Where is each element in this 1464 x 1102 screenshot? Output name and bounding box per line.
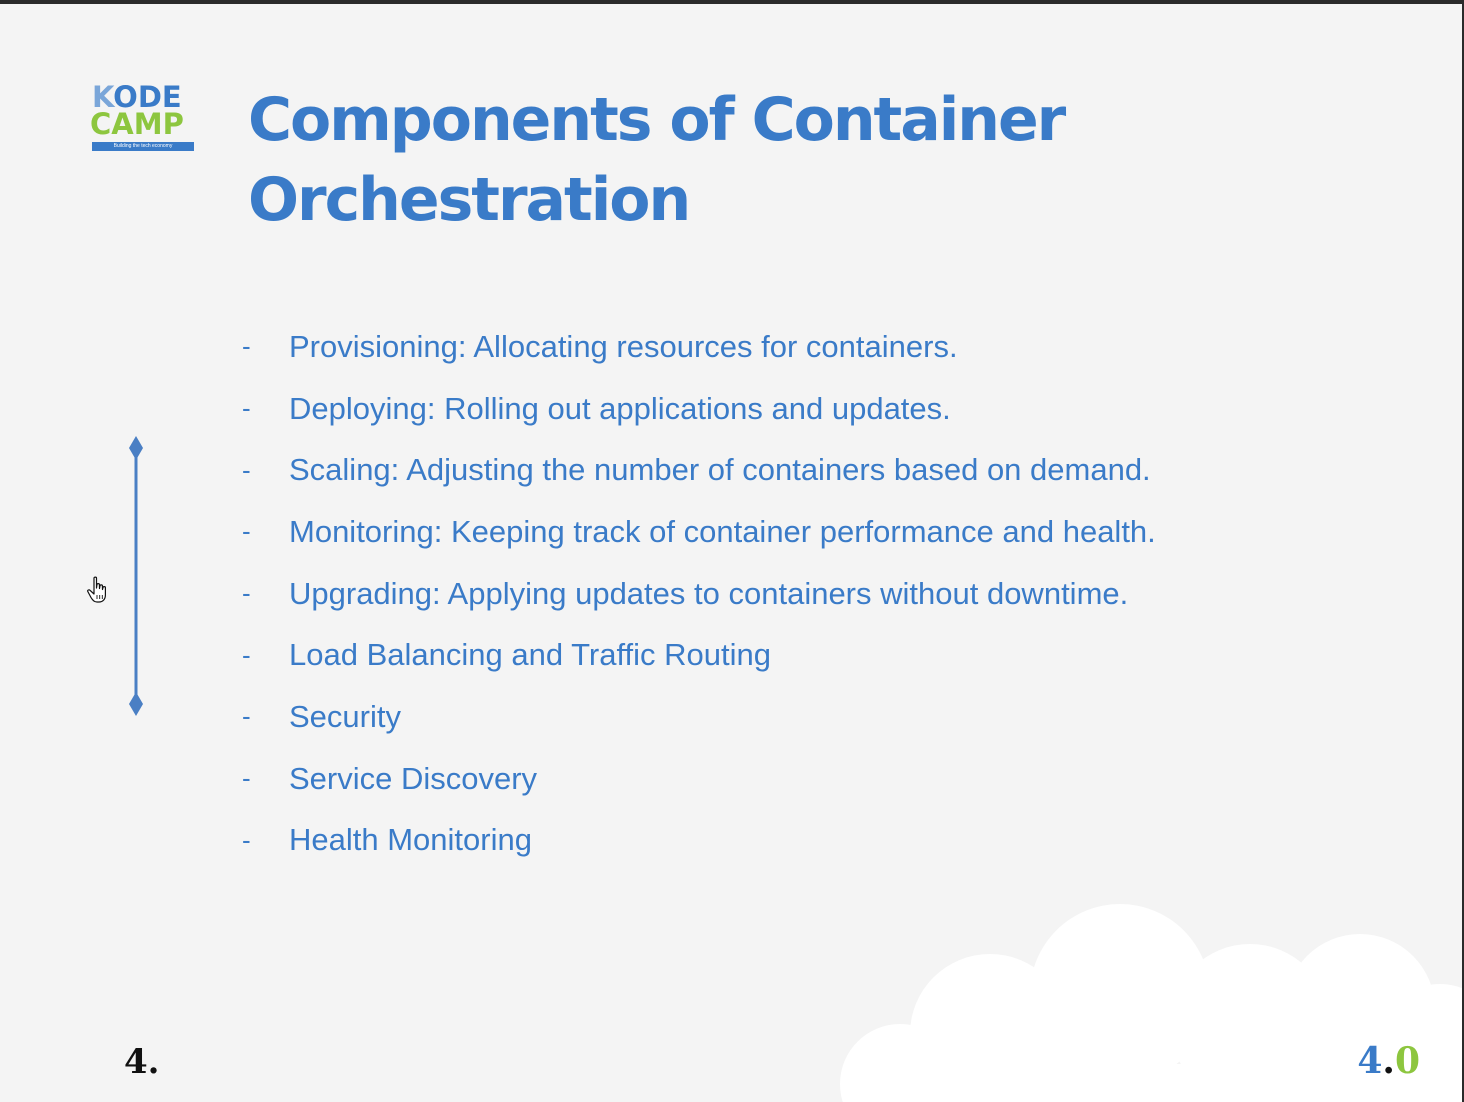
list-item-text: Monitoring: Keeping track of container p… (289, 513, 1156, 549)
bullet-dash: - (242, 516, 251, 547)
slide-title: Components of Container Orchestration (248, 80, 1248, 240)
list-item-text: Provisioning: Allocating resources for c… (289, 328, 958, 364)
list-item: - Deploying: Rolling out applications and… (242, 378, 1156, 440)
bullet-dash: - (242, 454, 251, 485)
list-item: - Security (242, 686, 1156, 748)
list-item: - Service Discovery (242, 748, 1156, 810)
list-item: - Health Monitoring (242, 810, 1156, 872)
list-item: - Upgrading: Applying updates to containe… (242, 563, 1156, 625)
version-badge: 4.0 (1357, 1040, 1420, 1082)
version-dot: . (1382, 1040, 1395, 1082)
slide-number: 4. (124, 1042, 160, 1082)
hand-cursor-icon (87, 576, 106, 603)
logo-tagline: Building the tech economy (92, 142, 194, 151)
kodecamp-logo: KODE CAMP Building the tech economy (90, 82, 198, 154)
list-item-text: Scaling: Adjusting the number of contain… (289, 452, 1151, 488)
list-item-text: Deploying: Rolling out applications and … (289, 390, 951, 426)
list-item: - Load Balancing and Traffic Routing (242, 624, 1156, 686)
logo-line-2: CAMP (90, 107, 184, 141)
title-line-1: Components of Container (248, 85, 1066, 155)
cloud-decoration (840, 904, 1462, 1102)
timeline-icon (129, 436, 143, 716)
list-item-text: Load Balancing and Traffic Routing (289, 637, 771, 673)
list-item: - Monitoring: Keeping track of container … (242, 501, 1156, 563)
list-item-text: Security (289, 698, 401, 734)
bullet-list: - Provisioning: Allocating resources for … (242, 316, 1156, 871)
list-item: - Scaling: Adjusting the number of contai… (242, 439, 1156, 501)
title-line-2: Orchestration (248, 165, 691, 235)
list-item-text: Upgrading: Applying updates to container… (289, 575, 1129, 611)
bullet-dash: - (242, 331, 251, 362)
bullet-dash: - (242, 824, 251, 855)
bullet-dash: - (242, 763, 251, 794)
bullet-dash: - (242, 578, 251, 609)
bullet-dash: - (242, 639, 251, 670)
version-minor: 0 (1394, 1040, 1420, 1082)
bullet-dash: - (242, 701, 251, 732)
logo-line-1: KODE (92, 80, 182, 114)
version-major: 4 (1357, 1040, 1383, 1082)
list-item-text: Service Discovery (289, 760, 538, 796)
presentation-slide: KODE CAMP Building the tech economy Comp… (0, 4, 1462, 1102)
list-item-text: Health Monitoring (289, 822, 532, 858)
bullet-dash: - (242, 393, 251, 424)
list-item: - Provisioning: Allocating resources for … (242, 316, 1156, 378)
